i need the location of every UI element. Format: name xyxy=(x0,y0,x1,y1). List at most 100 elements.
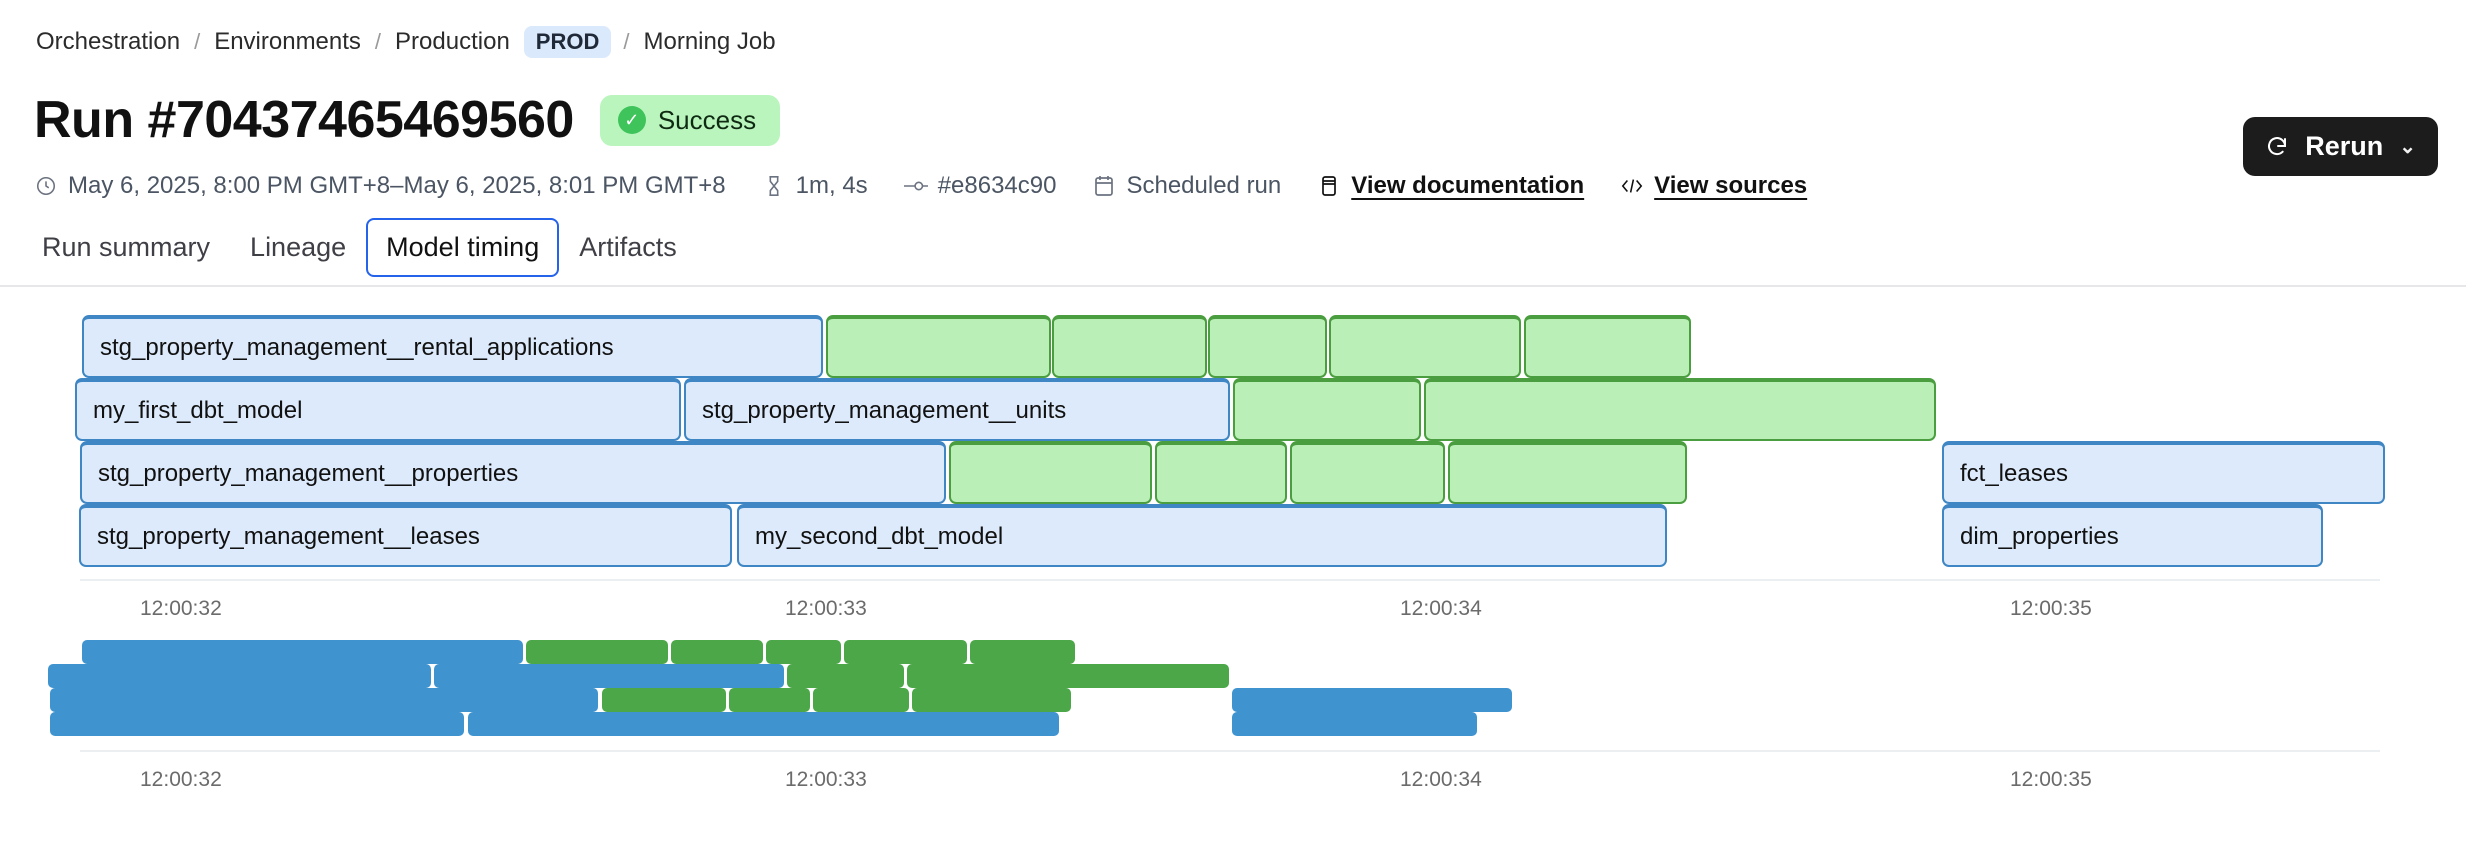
tab-artifacts[interactable]: Artifacts xyxy=(579,232,677,262)
chevron-down-icon: ⌄ xyxy=(2399,136,2416,158)
meta-duration-text: 1m, 4s xyxy=(795,172,868,199)
gantt-bar-label: dim_properties xyxy=(1960,522,2119,550)
gantt-bar[interactable] xyxy=(82,640,523,664)
breadcrumb-separator: / xyxy=(374,29,382,54)
tab-model-timing[interactable]: Model timing xyxy=(366,218,560,277)
axis-line xyxy=(80,750,2380,752)
meta-trigger-text: Scheduled run xyxy=(1126,172,1282,199)
gantt-row: stg_property_management__rental_applicat… xyxy=(0,315,2466,378)
gantt-bar[interactable] xyxy=(907,664,1229,688)
view-documentation-link[interactable]: View documentation xyxy=(1317,172,1584,200)
breadcrumb-separator: / xyxy=(194,29,201,54)
breadcrumb-separator: / xyxy=(623,29,630,54)
gantt-bar-label: fct_leases xyxy=(1960,459,2069,487)
meta-commit-text: #e8634c90 xyxy=(937,172,1057,199)
view-documentation-label: View documentation xyxy=(1351,172,1585,199)
gantt-row-compact xyxy=(0,664,2466,688)
gantt-bar[interactable] xyxy=(1232,688,1512,712)
gantt-bar[interactable] xyxy=(766,640,841,664)
gantt-row-compact xyxy=(0,688,2466,712)
check-circle-icon: ✓ xyxy=(617,106,646,134)
axis-line xyxy=(80,579,2380,581)
gantt-bar[interactable] xyxy=(434,664,784,688)
gantt-bar[interactable] xyxy=(1155,441,1287,504)
gantt-bar[interactable] xyxy=(1232,712,1477,736)
gantt-bar[interactable] xyxy=(787,664,904,688)
gantt-bar[interactable] xyxy=(813,688,909,712)
gantt-bar[interactable] xyxy=(1448,441,1687,504)
breadcrumb-item-production[interactable]: Production xyxy=(395,28,510,55)
code-icon xyxy=(1620,173,1644,199)
breadcrumb-item-environments[interactable]: Environments xyxy=(214,28,361,55)
gantt-bar[interactable] xyxy=(1524,315,1691,378)
axis-tick-label: 12:00:32 xyxy=(140,768,222,791)
meta-commit: #e8634c90 xyxy=(903,172,1057,200)
gantt-bar[interactable] xyxy=(949,441,1152,504)
gantt-bar-dim_properties[interactable]: dim_properties xyxy=(1942,504,2323,567)
clock-icon xyxy=(34,173,58,199)
gantt-bar-label: stg_property_management__leases xyxy=(97,522,480,550)
gantt-bar[interactable] xyxy=(1290,441,1445,504)
tab-lineage[interactable]: Lineage xyxy=(250,232,347,262)
axis-tick-label: 12:00:35 xyxy=(2010,597,2092,620)
tab-run-summary[interactable]: Run summary xyxy=(42,232,211,262)
breadcrumb: Orchestration / Environments / Productio… xyxy=(34,26,778,58)
gantt-bar[interactable] xyxy=(468,712,1059,736)
tab-bar: Run summary Lineage Model timing Artifac… xyxy=(22,218,697,277)
tab-bar-divider xyxy=(0,285,2466,287)
meta-duration: 1m, 4s xyxy=(762,172,868,200)
gantt-bar[interactable] xyxy=(844,640,967,664)
model-timing-detailed-chart: stg_property_management__rental_applicat… xyxy=(0,315,2466,620)
breadcrumb-item-orchestration[interactable]: Orchestration xyxy=(36,28,181,55)
gantt-bar[interactable] xyxy=(526,640,668,664)
gantt-bar-label: stg_property_management__rental_applicat… xyxy=(100,333,614,361)
axis-tick-label: 12:00:33 xyxy=(785,768,867,791)
calendar-icon xyxy=(1092,173,1116,199)
gantt-bar[interactable] xyxy=(970,640,1075,664)
rerun-button[interactable]: Rerun ⌄ xyxy=(2243,117,2438,176)
axis-tick-label: 12:00:34 xyxy=(1400,768,1482,791)
gantt-bar-stg_property_management__units[interactable]: stg_property_management__units xyxy=(684,378,1230,441)
gantt-row-compact xyxy=(0,712,2466,736)
meta-trigger: Scheduled run xyxy=(1092,172,1281,200)
gantt-bar[interactable] xyxy=(912,688,1071,712)
gantt-bar-stg_property_management__rental_applications[interactable]: stg_property_management__rental_applicat… xyxy=(82,315,823,378)
gantt-row: stg_property_management__properties fct_l… xyxy=(0,441,2466,504)
gantt-bar-my_second_dbt_model[interactable]: my_second_dbt_model xyxy=(737,504,1667,567)
rerun-label: Rerun xyxy=(2305,131,2384,161)
gantt-bar[interactable] xyxy=(671,640,763,664)
gantt-bar-label: stg_property_management__properties xyxy=(98,459,519,487)
model-timing-compact-chart: 12:00:32 12:00:33 12:00:34 12:00:35 xyxy=(0,640,2466,791)
gantt-row-compact xyxy=(0,640,2466,664)
run-metadata: May 6, 2025, 8:00 PM GMT+8–May 6, 2025, … xyxy=(34,172,1843,200)
gantt-row: my_first_dbt_model stg_property_managemen… xyxy=(0,378,2466,441)
axis-tick-label: 12:00:33 xyxy=(785,597,867,620)
gantt-bar-stg_property_management__leases[interactable]: stg_property_management__leases xyxy=(79,504,732,567)
gantt-bar[interactable] xyxy=(729,688,810,712)
gantt-bar[interactable] xyxy=(1424,378,1936,441)
breadcrumb-item-current[interactable]: Morning Job xyxy=(643,28,776,55)
gantt-bar-label: my_second_dbt_model xyxy=(755,522,1004,550)
meta-timerange: May 6, 2025, 8:00 PM GMT+8–May 6, 2025, … xyxy=(34,172,726,200)
gantt-bar[interactable] xyxy=(1233,378,1421,441)
environment-badge-prod: PROD xyxy=(523,26,612,58)
gantt-bar-stg_property_management__properties[interactable]: stg_property_management__properties xyxy=(80,441,946,504)
gantt-bar-label: stg_property_management__units xyxy=(702,396,1067,424)
gantt-bar-fct_leases[interactable]: fct_leases xyxy=(1942,441,2385,504)
gantt-bar-my_first_dbt_model[interactable]: my_first_dbt_model xyxy=(75,378,681,441)
gantt-bar[interactable] xyxy=(1329,315,1521,378)
gantt-bar[interactable] xyxy=(50,712,464,736)
view-sources-label: View sources xyxy=(1654,172,1808,199)
gantt-bar[interactable] xyxy=(1052,315,1207,378)
commit-icon xyxy=(903,173,928,199)
gantt-bar[interactable] xyxy=(48,664,431,688)
view-sources-link[interactable]: View sources xyxy=(1620,172,1807,200)
title-row: Run #70437465469560 ✓ Success xyxy=(34,90,781,150)
gantt-bar[interactable] xyxy=(1208,315,1327,378)
hourglass-icon xyxy=(762,173,786,199)
axis-tick-label: 12:00:35 xyxy=(2010,768,2092,791)
gantt-bar[interactable] xyxy=(602,688,726,712)
gantt-bar[interactable] xyxy=(826,315,1051,378)
gantt-bar[interactable] xyxy=(50,688,598,712)
